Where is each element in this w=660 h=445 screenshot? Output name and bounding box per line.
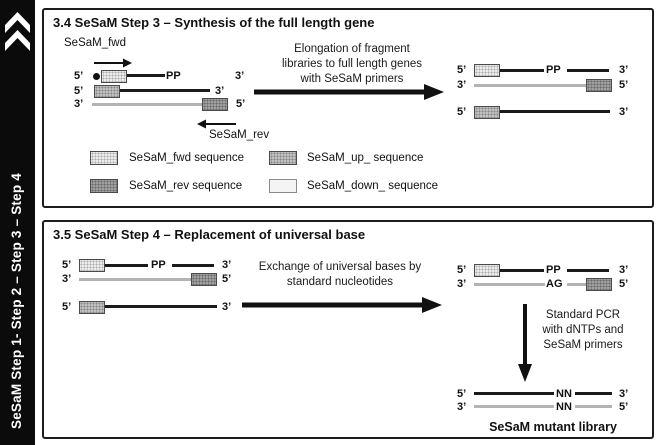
mutant-library-label: SeSaM mutant library — [489, 420, 617, 434]
terminal-label: 5’ — [74, 85, 84, 97]
elongation-arrow-icon — [254, 84, 444, 100]
dna-strand — [500, 269, 544, 272]
sesam-rev-box — [586, 79, 612, 92]
terminal-label: 3’ — [457, 79, 467, 91]
sesam-rev-box — [202, 98, 228, 111]
nn-mark: NN — [556, 401, 572, 413]
primer-rev-arrow-icon — [197, 119, 236, 129]
dna-strand — [105, 264, 148, 267]
legend-swatch-fwd — [90, 151, 118, 165]
pp-mark: PP — [546, 264, 561, 276]
panel-step4: 3.5 SeSaM Step 4 – Replacement of univer… — [42, 220, 654, 439]
legend-swatch-rev — [90, 179, 118, 193]
sesam-fwd-box — [101, 70, 127, 83]
terminal-label: 3’ — [619, 64, 629, 76]
dna-strand — [127, 74, 165, 77]
terminal-label: 5’ — [222, 273, 232, 285]
sesam-up-box — [79, 301, 105, 314]
template-strand — [92, 103, 204, 106]
template-strand — [79, 278, 191, 281]
legend-swatch-up — [269, 151, 297, 165]
dna-strand — [172, 264, 214, 267]
panel-step4-title: 3.5 SeSaM Step 4 – Replacement of univer… — [53, 227, 366, 242]
sesam-fwd-box — [79, 259, 105, 272]
terminal-label: 5’ — [457, 264, 467, 276]
terminal-label: 5’ — [236, 98, 246, 110]
pcr-down-arrow-icon — [518, 304, 532, 382]
terminal-label: 3’ — [619, 388, 629, 400]
terminal-label: 5’ — [457, 64, 467, 76]
terminal-label: 3’ — [222, 259, 232, 271]
pp-mark: PP — [151, 259, 166, 271]
ag-mark: AG — [546, 278, 563, 290]
terminal-label: 3’ — [619, 264, 629, 276]
legend-label: SeSaM_down_ sequence — [307, 180, 439, 192]
dna-strand — [500, 69, 544, 72]
terminal-label: 3’ — [222, 301, 232, 313]
sesam-up-box — [94, 85, 120, 98]
template-strand — [474, 283, 545, 286]
terminal-label: 5’ — [62, 259, 72, 271]
step-progress-sidebar: SeSaM Step 1- Step 2 – Step 3 – Step 4 — [0, 0, 35, 445]
dna-strand — [567, 269, 609, 272]
legend-label: SeSaM_fwd sequence — [129, 152, 245, 164]
terminal-label: 3’ — [235, 70, 245, 82]
terminal-label: 5’ — [62, 301, 72, 313]
sesam-rev-box — [586, 278, 612, 291]
template-strand — [474, 405, 554, 408]
dna-strand — [120, 89, 210, 92]
sesam-up-box — [474, 106, 500, 119]
dna-strand — [567, 69, 609, 72]
terminal-label: 5’ — [619, 401, 629, 413]
exchange-arrow-icon — [242, 297, 442, 313]
template-strand — [567, 283, 586, 286]
dna-strand — [575, 392, 612, 395]
sesam-rev-box — [191, 273, 217, 286]
dna-strand — [500, 110, 610, 113]
terminal-label: 3’ — [457, 401, 467, 413]
terminal-label: 5’ — [619, 79, 629, 91]
elongation-caption: Elongation of fragment libraries to full… — [282, 43, 422, 85]
nn-mark: NN — [556, 388, 572, 400]
terminal-label: 3’ — [457, 278, 467, 290]
pp-mark: PP — [546, 64, 561, 76]
legend-swatch-down — [269, 179, 297, 193]
sesam-fwd-primer-label: SeSaM_fwd — [64, 37, 127, 49]
terminal-label: 5’ — [619, 278, 629, 290]
double-chevron-up-icon — [5, 12, 30, 51]
terminal-label: 5’ — [74, 70, 84, 82]
dna-strand — [105, 305, 217, 308]
sidebar-step-label: SeSaM Step 1- Step 2 – Step 3 – Step 4 — [9, 173, 24, 429]
template-strand — [474, 84, 586, 87]
sesam-rev-primer-label: SeSaM_rev — [209, 129, 270, 141]
terminal-label: 5’ — [457, 388, 467, 400]
panel-step3-title: 3.4 SeSaM Step 3 – Synthesis of the full… — [53, 15, 375, 30]
exchange-caption: Exchange of universal bases by standard … — [258, 261, 422, 288]
legend-label: SeSaM_up_ sequence — [307, 152, 424, 164]
dna-strand — [474, 392, 554, 395]
pcr-caption: Standard PCR with dNTPs and SeSaM primer… — [542, 309, 624, 351]
phosphate-dot — [93, 73, 100, 80]
pp-mark: PP — [166, 70, 181, 82]
terminal-label: 5’ — [457, 106, 467, 118]
panel-step3: 3.4 SeSaM Step 3 – Synthesis of the full… — [42, 8, 654, 208]
sesam-fwd-box — [474, 264, 500, 277]
legend-label: SeSaM_rev sequence — [129, 180, 243, 192]
sesam-fwd-box — [474, 64, 500, 77]
terminal-label: 3’ — [62, 273, 72, 285]
terminal-label: 3’ — [74, 98, 84, 110]
terminal-label: 3’ — [619, 106, 629, 118]
terminal-label: 3’ — [215, 85, 225, 97]
primer-fwd-arrow-icon — [94, 58, 132, 68]
template-strand — [575, 405, 612, 408]
